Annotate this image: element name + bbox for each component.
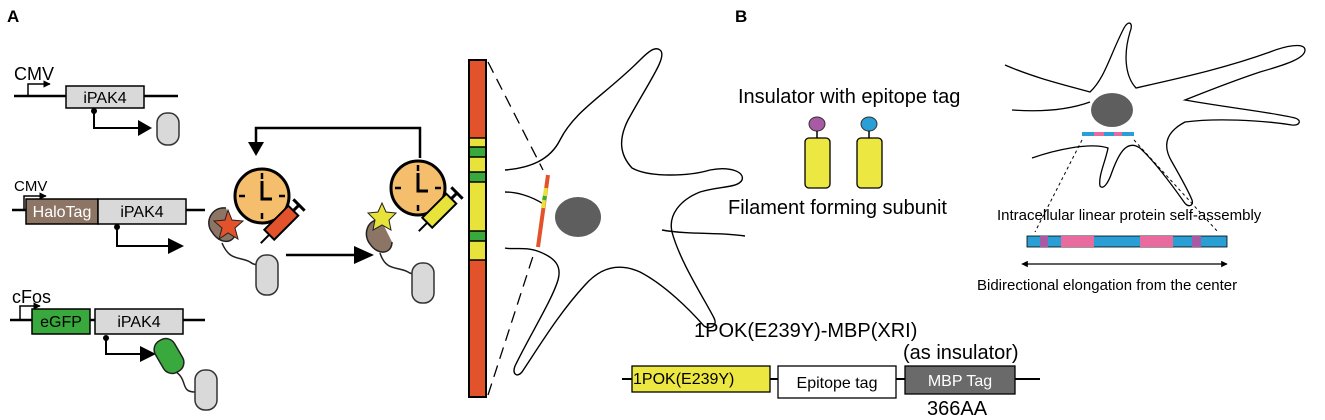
bar-band-green bbox=[469, 147, 486, 157]
clock-hands-icon bbox=[416, 173, 428, 193]
promoter-label: CMV bbox=[14, 178, 47, 195]
ipak4-protein-icon bbox=[255, 254, 279, 296]
tag-label: eGFP bbox=[40, 314, 82, 331]
gene-box-egfp bbox=[31, 308, 91, 335]
construct-cmv-halotag-ipak4: CMV HaloTag iPAK4 bbox=[12, 178, 205, 254]
labeling-state-yellow bbox=[365, 159, 464, 304]
segment-mbp bbox=[904, 365, 1016, 395]
insulator-blue-icon bbox=[860, 116, 878, 132]
bar-band-green bbox=[469, 231, 486, 241]
zoom-line bbox=[487, 249, 536, 396]
fiber-segment-blue bbox=[1026, 235, 1228, 248]
zoom-line bbox=[487, 61, 544, 171]
ipak4-protein-icon bbox=[156, 112, 180, 146]
fiber-segment-pink bbox=[1061, 236, 1094, 247]
halotag-protein-icon bbox=[365, 219, 393, 253]
nucleus bbox=[555, 197, 601, 237]
segment-mbp-label: MBP Tag bbox=[928, 373, 992, 390]
filament-mark bbox=[536, 174, 550, 248]
promoter-label: cFos bbox=[12, 287, 51, 307]
yellow-dye-star-icon bbox=[366, 201, 398, 231]
segment-epitope bbox=[777, 365, 897, 399]
elongation-label: Bidirectional elongation from the center bbox=[977, 277, 1237, 294]
construct-cfos-egfp-ipak4: cFos eGFP iPAK4 bbox=[10, 287, 218, 411]
cycle-arrow bbox=[254, 126, 422, 158]
syringe-yellow-icon bbox=[418, 186, 464, 232]
filament-label: Filament forming subunit bbox=[728, 197, 947, 219]
zoom-line bbox=[1133, 139, 1219, 233]
syringe-red-icon bbox=[260, 198, 306, 244]
arrowhead-icon bbox=[140, 346, 156, 362]
arrowhead-icon bbox=[168, 238, 184, 254]
gene-box-ipak4 bbox=[94, 308, 184, 335]
expression-dot-icon bbox=[103, 335, 109, 341]
promoter-label: CMV bbox=[14, 64, 54, 84]
fiber-segment-purple bbox=[1192, 236, 1201, 247]
fiber-bar bbox=[1026, 235, 1228, 248]
clock-hands-icon bbox=[260, 181, 272, 201]
bar-segment-yellow bbox=[469, 138, 486, 260]
promoter-arrow-icon bbox=[27, 80, 51, 96]
gene-box-ipak4 bbox=[97, 198, 187, 225]
expression-arrow bbox=[105, 337, 150, 355]
panel-a-label: A bbox=[7, 7, 19, 26]
promoter-arrow-icon bbox=[19, 302, 41, 320]
fiber-segment-purple bbox=[1040, 236, 1048, 247]
filament-subunit-icon bbox=[804, 137, 831, 189]
timestamp-bar bbox=[468, 59, 487, 398]
bar-band-green bbox=[469, 172, 486, 182]
fiber-mini bbox=[1082, 132, 1134, 136]
linker-icon bbox=[175, 371, 196, 393]
ipak4-protein-icon bbox=[194, 369, 218, 411]
transition-arrowhead-icon bbox=[354, 246, 374, 264]
neuron-a bbox=[504, 48, 746, 376]
bar-dividers bbox=[469, 137, 486, 261]
gene-box-ipak4 bbox=[65, 85, 145, 109]
zoom-line bbox=[1034, 139, 1083, 233]
fusion-construct: 1POK(E239Y) Epitope tag MBP Tag bbox=[622, 365, 1040, 399]
insulator-note: (as insulator) bbox=[903, 342, 1019, 364]
neuron-b bbox=[1004, 22, 1306, 207]
tag-label: HaloTag bbox=[33, 204, 92, 221]
clock-ticks-icon bbox=[239, 173, 285, 219]
construct-cmv-ipak4: CMV iPAK4 bbox=[14, 64, 180, 146]
segment-1pok bbox=[631, 365, 771, 393]
gene-box-halotag bbox=[25, 198, 99, 225]
panel-b-label: B bbox=[735, 7, 747, 26]
gene-label: iPAK4 bbox=[120, 204, 163, 221]
segment-epitope-label: Epitope tag bbox=[797, 375, 878, 392]
gene-label: iPAK4 bbox=[83, 90, 126, 107]
promoter-arrow-icon bbox=[23, 192, 47, 210]
subunit-purple bbox=[804, 116, 831, 189]
ipak4-protein-icon bbox=[411, 262, 435, 304]
fiber-segment-pink bbox=[1140, 236, 1173, 247]
insulator-label: Insulator with epitope tag bbox=[738, 86, 960, 108]
length-label: 366AA bbox=[927, 398, 988, 420]
gene-label: iPAK4 bbox=[117, 314, 160, 331]
cycle-arrowhead-icon bbox=[248, 142, 264, 156]
labeling-state-red bbox=[208, 167, 306, 296]
insulator-purple-icon bbox=[808, 116, 826, 132]
expression-arrow bbox=[93, 110, 150, 129]
filament-mark-green bbox=[542, 195, 547, 201]
expression-dot-icon bbox=[114, 224, 120, 230]
subunit-blue bbox=[856, 116, 883, 189]
nucleus bbox=[1091, 93, 1133, 127]
construct-title: 1POK(E239Y)-MBP(XRI) bbox=[694, 320, 917, 342]
expression-arrow bbox=[116, 226, 178, 247]
arrowhead-icon bbox=[138, 120, 152, 136]
self-assembly-label: Intracellular linear protein self-assemb… bbox=[997, 207, 1262, 224]
expression-dot-icon bbox=[91, 108, 97, 114]
filament-subunit-icon bbox=[856, 137, 883, 189]
egfp-protein-icon bbox=[153, 337, 185, 375]
segment-1pok-label: 1POK(E239Y) bbox=[633, 371, 734, 388]
red-dye-star-icon bbox=[212, 208, 245, 241]
clock-ticks-icon bbox=[395, 165, 441, 211]
